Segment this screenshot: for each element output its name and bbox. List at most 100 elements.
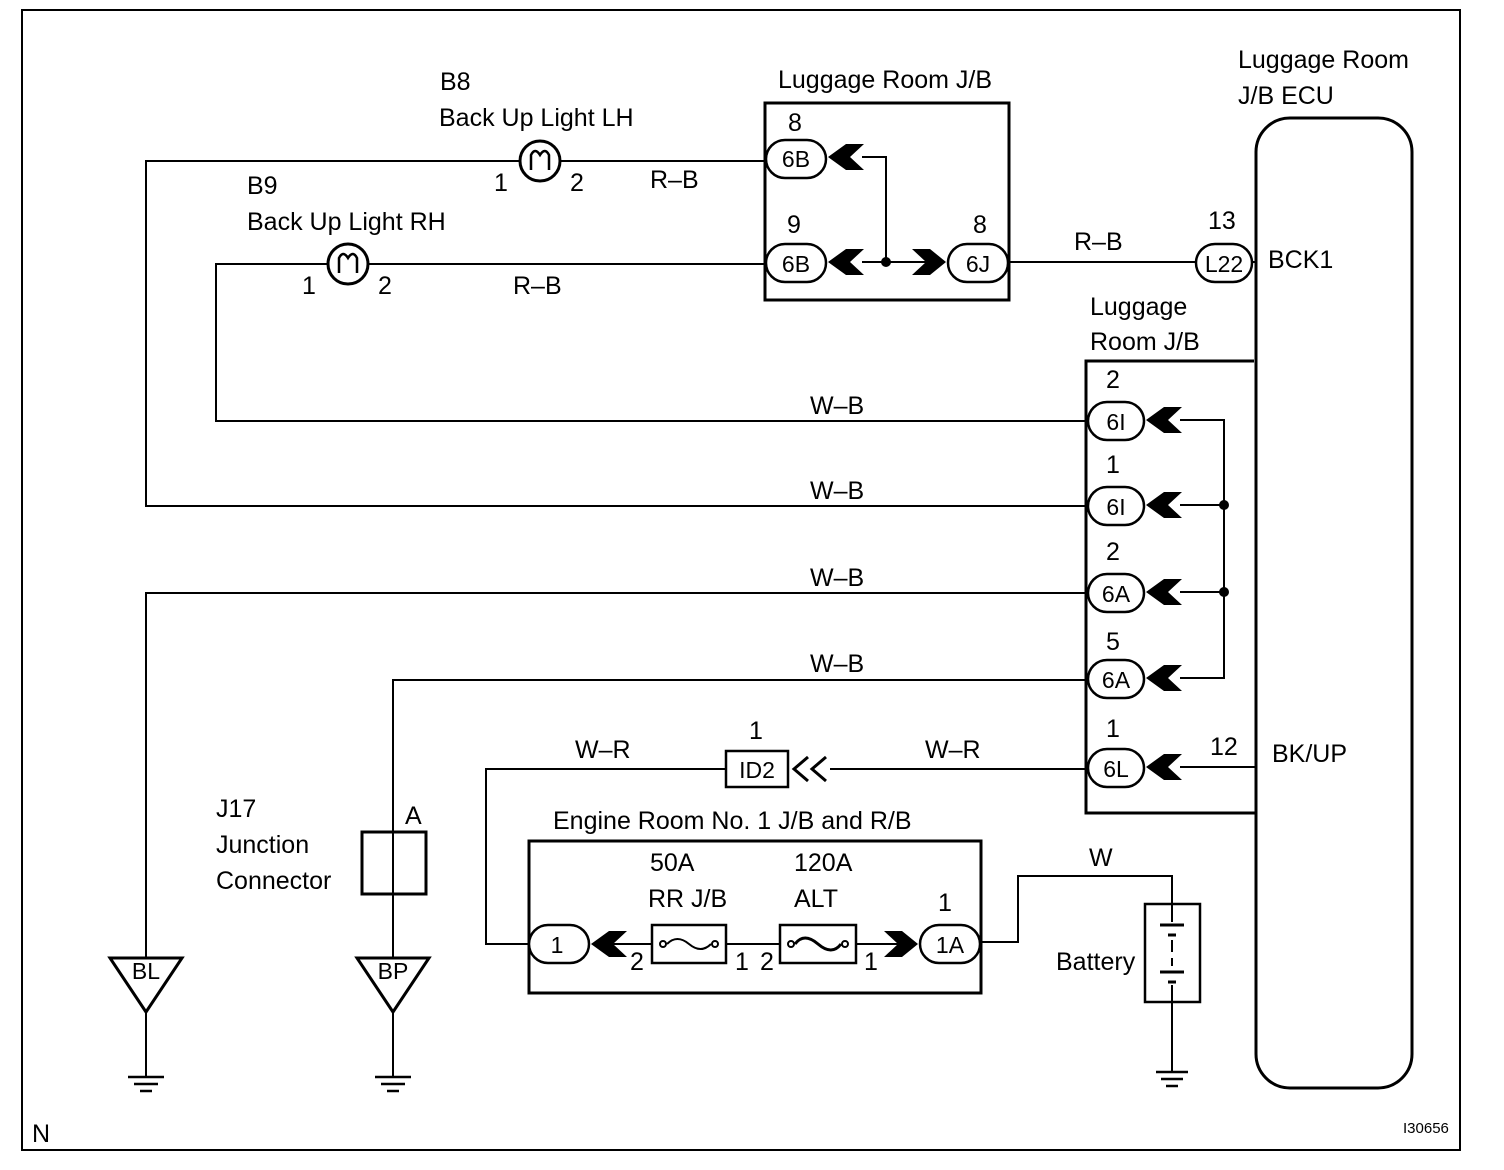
ground-label: BP xyxy=(378,958,409,984)
jb-right-pin: 1 xyxy=(1106,451,1120,479)
b8-code: B8 xyxy=(440,68,471,96)
j17-connector-box xyxy=(360,830,428,896)
connector-l22: L22 xyxy=(1194,242,1254,284)
fuse1-name: RR J/B xyxy=(648,885,727,913)
luggage-jb-top-box xyxy=(763,101,1011,302)
connector-label: 6A xyxy=(1102,667,1131,693)
figure-id: I30656 xyxy=(1403,1120,1449,1137)
connector-6l: 6L xyxy=(1086,747,1182,789)
ecu-box xyxy=(1254,116,1414,1090)
wire-rh-loop xyxy=(215,263,1088,422)
wire-color-label: W–B xyxy=(810,650,864,678)
jb-right-title-2: Room J/B xyxy=(1090,328,1200,356)
ground-label: BL xyxy=(132,958,160,984)
fuse-icon-120a xyxy=(778,923,858,965)
b9-pin-2: 2 xyxy=(378,272,392,300)
jb-right-title-1: Luggage xyxy=(1090,293,1187,321)
jb-right-pin: 5 xyxy=(1106,628,1120,656)
wire-color-b8: R–B xyxy=(650,166,699,194)
connector-label: L22 xyxy=(1205,251,1243,277)
connector-6i-1: 6I xyxy=(1086,485,1182,527)
connector-label: 1 xyxy=(551,932,564,958)
bkup-pin: 12 xyxy=(1210,733,1238,761)
wire-color-label: W–B xyxy=(810,392,864,420)
jb-top-pin-8: 8 xyxy=(788,109,802,137)
fuse1-pin-right: 1 xyxy=(735,948,749,976)
b8-pin-1: 1 xyxy=(494,169,508,197)
connector-6a-5: 6A xyxy=(1086,658,1182,700)
connector-label: 6I xyxy=(1106,409,1125,435)
l22-pin: 13 xyxy=(1208,207,1236,235)
wire-id2 xyxy=(485,768,1088,945)
b8-pin-2: 2 xyxy=(570,169,584,197)
b9-name: Back Up Light RH xyxy=(247,208,446,236)
fuse2-pin-left: 2 xyxy=(760,948,774,976)
wire-lh-loop xyxy=(145,160,1088,507)
wire-color-label: W–B xyxy=(810,477,864,505)
connector-label: 6B xyxy=(782,146,810,172)
wire-bp xyxy=(392,679,1088,958)
bulb-icon-rh xyxy=(326,242,370,286)
ecu-title-1: Luggage Room xyxy=(1238,46,1409,74)
b9-pin-1: 1 xyxy=(302,272,316,300)
connector-engine-1a: 1A xyxy=(884,923,982,965)
fuse1-pin-left: 2 xyxy=(630,948,644,976)
connector-label: 6L xyxy=(1103,756,1129,782)
fuse2-name: ALT xyxy=(794,885,838,913)
jb-right-bus xyxy=(1180,419,1229,679)
connector-label: 6I xyxy=(1106,494,1125,520)
fuse2-pin-right: 1 xyxy=(864,948,878,976)
conn-1a-pin: 1 xyxy=(938,889,952,917)
connector-6j: 6J xyxy=(912,242,1010,284)
ground-point-bl: BL xyxy=(107,956,185,1093)
ground-icon-battery xyxy=(1156,1070,1188,1088)
connector-6b-9: 6B xyxy=(764,242,864,284)
figure-code: N xyxy=(32,1120,50,1148)
connector-engine-1: 1 xyxy=(527,923,627,965)
b8-name: Back Up Light LH xyxy=(439,104,634,132)
connector-label: 6B xyxy=(782,251,810,277)
j17-line3: Connector xyxy=(216,867,331,895)
jb-6j-pin: 8 xyxy=(973,211,987,239)
j17-pin: A xyxy=(405,802,422,830)
b9-code: B9 xyxy=(247,172,278,200)
ecu-bck1: BCK1 xyxy=(1268,246,1333,274)
wire-bl xyxy=(145,592,1088,958)
ecu-bkup: BK/UP xyxy=(1272,740,1347,768)
wire-color-6j: R–B xyxy=(1074,228,1123,256)
engine-jb-title: Engine Room No. 1 J/B and R/B xyxy=(553,807,912,835)
diagram-frame xyxy=(21,9,1461,1151)
jb-right-pin: 2 xyxy=(1106,538,1120,566)
battery-icon xyxy=(1143,902,1202,1004)
connector-id2: ID2 xyxy=(724,749,827,789)
ground-point-bp: BP xyxy=(354,956,432,1093)
jb-right-pin: 2 xyxy=(1106,366,1120,394)
jb-top-title: Luggage Room J/B xyxy=(778,66,992,94)
connector-6i-2: 6I xyxy=(1086,400,1182,442)
luggage-jb-right-box xyxy=(1084,359,1258,815)
fuse1-rating: 50A xyxy=(650,849,695,877)
wire-battery xyxy=(982,875,1173,943)
wire-color-b9: R–B xyxy=(513,272,562,300)
battery-label: Battery xyxy=(1056,948,1136,976)
connector-label: 6J xyxy=(966,251,990,277)
id2-pin: 1 xyxy=(749,717,763,745)
connector-6a-2: 6A xyxy=(1086,572,1182,614)
wire-color-label: W–B xyxy=(810,564,864,592)
connector-label: 1A xyxy=(936,932,965,958)
engine-jb-box xyxy=(527,839,983,995)
j17-line2: Junction xyxy=(216,831,309,859)
wire-color-battery: W xyxy=(1089,844,1113,872)
ecu-title-2: J/B ECU xyxy=(1238,82,1334,110)
wire-color-id2-right: W–R xyxy=(925,736,981,764)
connector-label: 6A xyxy=(1102,581,1131,607)
connector-label: ID2 xyxy=(739,757,775,783)
fuse-icon-50a xyxy=(650,923,728,965)
fuse2-rating: 120A xyxy=(794,849,853,877)
jb-top-bus xyxy=(862,156,930,267)
wire-color-id2-left: W–R xyxy=(575,736,631,764)
jb-top-pin-9: 9 xyxy=(787,211,801,239)
jb-right-pin: 1 xyxy=(1106,715,1120,743)
j17-line1: J17 xyxy=(216,795,256,823)
